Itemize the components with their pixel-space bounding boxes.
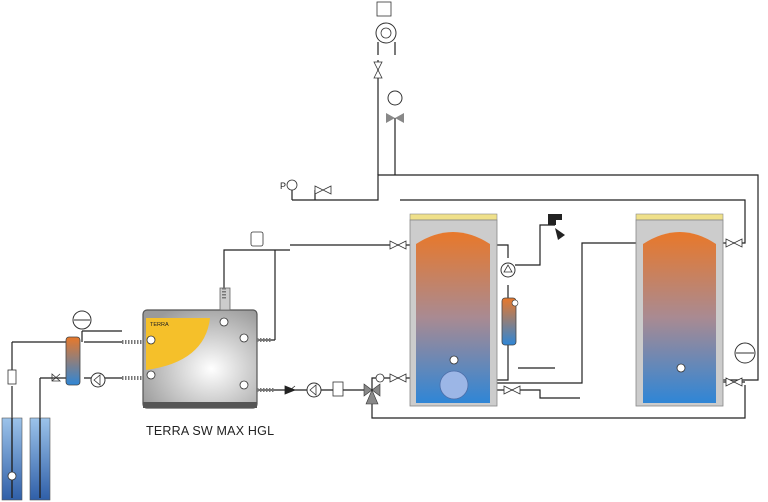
pipe-distribution-top	[292, 174, 759, 381]
source-expansion-pipe	[81, 330, 122, 342]
unit-brand-text: TERRA	[150, 322, 169, 328]
shutoff-valves	[314, 61, 743, 395]
water-tap-icon	[548, 214, 562, 225]
distribution-group	[375, 1, 404, 123]
pipe-coil-out	[478, 242, 645, 384]
dhw-plate-heat-exchanger	[501, 297, 519, 346]
pipe-riser-up	[377, 42, 396, 55]
buffer-tank	[635, 213, 724, 407]
borehole-probe	[1, 417, 51, 501]
hot-water-tank	[409, 213, 498, 407]
shower-head-icon	[555, 228, 565, 240]
source-pipe-return	[39, 377, 122, 418]
pipe-three-way-down	[371, 385, 746, 419]
source-pipe-supply	[11, 341, 122, 375]
unit-caption: TERRA SW MAX HGL	[146, 424, 275, 438]
heat-pump-unit: TERRA	[142, 287, 258, 409]
pipe-dhw-tap	[515, 224, 555, 266]
heating-circulation-pump	[284, 381, 344, 398]
circulation-pump	[90, 372, 106, 388]
check-valve	[51, 373, 62, 382]
air-vent	[250, 231, 264, 247]
expansion-vessel-right	[734, 342, 756, 364]
plate-heat-exchanger	[65, 336, 81, 386]
pressure-gauge-label: P	[280, 181, 286, 191]
flex-hoses	[122, 288, 275, 392]
pressure-gauge: P	[280, 179, 298, 191]
three-way-valve	[363, 373, 385, 405]
dhw-circulation-pump	[500, 262, 516, 278]
pipe-hp-top-out	[223, 249, 290, 340]
flow-meter	[7, 369, 17, 385]
expansion-vessel	[72, 310, 92, 330]
